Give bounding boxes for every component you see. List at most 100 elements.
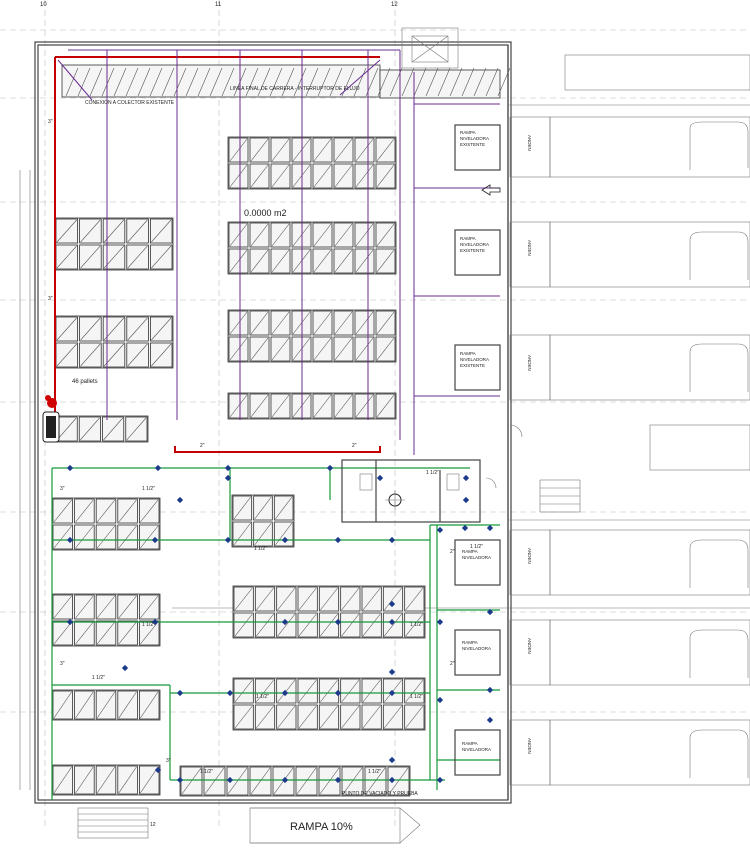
size-1-5in-d: 1 1/2": [142, 622, 155, 628]
size-2in-b: 2": [352, 443, 357, 449]
sprinkler-head: [388, 756, 396, 764]
dock-upper-3: RAMPA NIVELADORA EXISTENTE ANDEN: [454, 334, 750, 401]
rack-block: [227, 392, 397, 420]
hatch-line: [377, 67, 391, 97]
sprinkler-head: [486, 716, 494, 724]
hatch-line: [497, 67, 511, 97]
dock-lower-3-line1: RAMPA: [462, 741, 478, 746]
hatch-line: [269, 67, 283, 97]
dock-lower-3-line2: NIVELADORA: [462, 747, 491, 752]
sprinkler-head: [436, 618, 444, 626]
hatch-line: [401, 67, 415, 97]
pallets-label: 46 pallets: [72, 379, 98, 385]
dock-lower-1: RAMPA NIVELADORA ANDEN: [454, 529, 750, 596]
hatch-line: [485, 67, 499, 97]
size-1-5in-h: 1 1/2": [368, 769, 381, 775]
sprinkler-head: [388, 689, 396, 697]
hatch-line: [413, 67, 427, 97]
size-3in-c: 3": [60, 486, 65, 492]
purple-branch-lines: [57, 49, 500, 455]
hatch-line: [197, 67, 211, 97]
size-3in-b: 3": [48, 296, 53, 302]
hatch-line: [293, 67, 307, 97]
sprinkler-head: [121, 664, 129, 672]
rack-block: [179, 765, 411, 797]
dock-upper-2: RAMPA NIVELADORA EXISTENTE ANDEN: [454, 221, 750, 288]
hatch-line: [89, 67, 103, 97]
hatch-line: [125, 67, 139, 97]
dock-upper-1-tag: ANDEN: [527, 135, 532, 151]
pallet-racks: [51, 136, 426, 797]
dock-upper-1-line2: NIVELADORA: [460, 136, 489, 141]
red-main-pipe: [42, 56, 381, 453]
sprinkler-head: [334, 536, 342, 544]
dock-lower-1-line1: RAMPA: [462, 549, 478, 554]
hatch-line: [473, 67, 487, 97]
dock-upper-2-line1: RAMPA: [460, 236, 476, 241]
hatch-line: [317, 67, 331, 97]
size-1-5in-e: 1 1/2": [92, 675, 105, 681]
hatch-line: [461, 67, 475, 97]
hatch-line: [245, 67, 259, 97]
sprinkler-head: [176, 689, 184, 697]
dock-upper-2-line3: EXISTENTE: [460, 248, 485, 253]
size-2in-d: 2": [450, 661, 455, 667]
hatch-line: [65, 67, 79, 97]
sprinkler-head: [176, 496, 184, 504]
sprinkler-head: [436, 776, 444, 784]
green-branch-lines: [51, 467, 500, 800]
sprinkler-head: [281, 618, 289, 626]
sprinkler-head: [376, 474, 384, 482]
riser-label: LINEA FINAL DE CARRERA - INTERRUPTOR DE …: [230, 86, 360, 92]
size-2in-a: 2": [200, 443, 205, 449]
sprinkler-head: [436, 696, 444, 704]
size-1-5in-j: 1 1/2": [410, 622, 423, 628]
rack-block: [227, 221, 397, 275]
size-1-5in-f: 1 1/2": [256, 694, 269, 700]
hatch-line: [101, 67, 115, 97]
dock-upper-1: RAMPA NIVELADORA EXISTENTE ANDEN: [454, 116, 750, 178]
size-3in-e: 3": [166, 758, 171, 764]
sprinkler-head: [388, 600, 396, 608]
hatch-line: [221, 67, 235, 97]
dock-lower-3-tag: ANDEN: [527, 738, 532, 754]
dock-lower-3: RAMPA NIVELADORA ANDEN: [454, 719, 750, 786]
dock-upper-3-tag: ANDEN: [527, 355, 532, 371]
rack-block: [51, 689, 161, 721]
hatch-line: [449, 67, 463, 97]
area-label: 0.0000 m2: [244, 208, 287, 218]
sprinkler-head: [281, 536, 289, 544]
top-band-hatching: [65, 67, 511, 97]
sprinkler-head: [281, 776, 289, 784]
hatch-line: [161, 67, 175, 97]
dock-lower-2-line1: RAMPA: [462, 640, 478, 645]
sprinkler-head: [486, 524, 494, 532]
hatch-line: [281, 67, 295, 97]
size-1-5in-k: 1 1/2": [410, 694, 423, 700]
rack-block: [227, 309, 397, 363]
dock-upper-2-tag: ANDEN: [527, 240, 532, 256]
rack-block: [232, 585, 426, 639]
sprinkler-head: [436, 526, 444, 534]
rack-block: [51, 497, 161, 551]
grid-markers: 10 11 12: [40, 2, 398, 8]
rack-block: [54, 315, 174, 369]
hatch-line: [149, 67, 163, 97]
sprinkler-head: [66, 464, 74, 472]
sprinkler-head: [486, 608, 494, 616]
access-ramp: RAMPA 10% 12: [77, 807, 421, 844]
hatch-line: [425, 67, 439, 97]
size-1-5in-g: 1 1/2": [200, 769, 213, 775]
size-1-5in-b: 1 1/2": [142, 486, 155, 492]
hatch-line: [257, 67, 271, 97]
hatch-line: [173, 67, 187, 97]
sprinkler-head: [334, 618, 342, 626]
sprinkler-head: [388, 776, 396, 784]
size-3in-a: 3": [48, 119, 53, 125]
sprinkler-head: [388, 618, 396, 626]
hatch-line: [353, 67, 367, 97]
hatch-line: [113, 67, 127, 97]
dock-upper-3-line2: NIVELADORA: [460, 357, 489, 362]
size-3in-d: 3": [60, 661, 65, 667]
